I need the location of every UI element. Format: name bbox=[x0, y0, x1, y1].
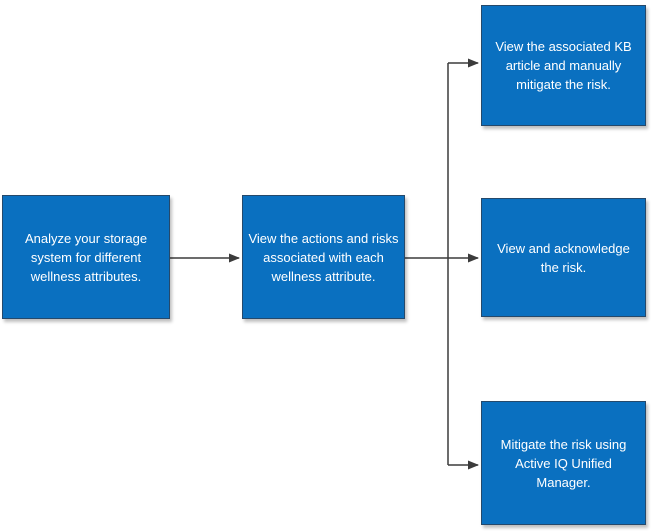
node-view-acknowledge-risk-label: View and acknowledge the risk. bbox=[497, 240, 630, 275]
node-view-kb-article: View the associated KB article and manua… bbox=[481, 5, 646, 126]
node-analyze-storage: Analyze your storage system for differen… bbox=[2, 195, 170, 319]
node-view-actions-risks-label: View the actions and risks associated wi… bbox=[248, 230, 399, 284]
node-mitigate-risk-aiqum-label: Mitigate the risk using Active IQ Unifie… bbox=[500, 436, 627, 490]
node-view-actions-risks: View the actions and risks associated wi… bbox=[242, 195, 405, 319]
node-analyze-storage-label: Analyze your storage system for differen… bbox=[24, 230, 148, 284]
node-mitigate-risk-aiqum: Mitigate the risk using Active IQ Unifie… bbox=[481, 401, 646, 525]
node-view-acknowledge-risk: View and acknowledge the risk. bbox=[481, 198, 646, 317]
node-view-kb-article-label: View the associated KB article and manua… bbox=[495, 39, 632, 92]
